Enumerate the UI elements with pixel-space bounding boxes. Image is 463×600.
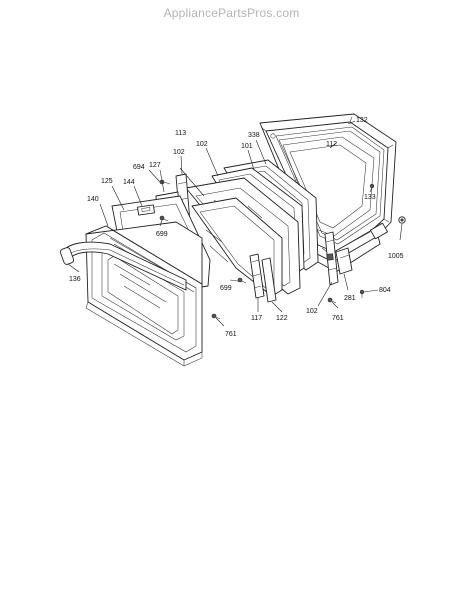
door-side-channel-right (324, 231, 339, 286)
callout-101: 101 (241, 143, 253, 150)
callout-699-upper: 699 (156, 231, 168, 238)
callout-127: 127 (149, 162, 161, 169)
screw-804 (359, 289, 365, 298)
callout-125: 125 (101, 178, 113, 185)
callout-140: 140 (87, 196, 99, 203)
callout-102-left: 102 (173, 149, 185, 156)
callout-699-lower: 699 (220, 285, 232, 292)
callout-133: 133 (364, 194, 376, 201)
callout-122: 122 (276, 315, 288, 322)
screw-699a (159, 215, 169, 222)
callout-1005: 1005 (388, 253, 404, 260)
screw-699b (237, 277, 247, 284)
door-handle (59, 241, 187, 291)
screw-694 (159, 179, 171, 185)
callout-labels: 132 112 338 101 113 102 102 102 127 694 … (69, 117, 404, 338)
bumper-1005 (398, 216, 406, 224)
callout-102-bottom: 102 (306, 308, 318, 315)
watermark: AppliancePartsPros.com (163, 6, 300, 20)
leader-lines (67, 120, 403, 327)
callout-761-right: 761 (332, 315, 344, 322)
glass-spacer-122 (261, 257, 277, 303)
callout-761-left: 761 (225, 331, 237, 338)
callout-102-top: 102 (196, 141, 208, 148)
callout-144: 144 (123, 179, 135, 186)
glass-spacer-117 (249, 253, 265, 299)
screw-761b (327, 297, 337, 304)
callout-804: 804 (379, 287, 391, 294)
screw-133 (369, 183, 375, 189)
callout-132: 132 (356, 117, 368, 124)
callout-117: 117 (251, 315, 262, 322)
callout-694: 694 (133, 164, 145, 171)
callout-136: 136 (69, 276, 81, 283)
hinge-arm (335, 247, 353, 275)
door-gasket-wire (275, 126, 385, 245)
latch-plate (137, 204, 155, 216)
callout-113: 113 (175, 130, 186, 137)
screw-761a (211, 313, 221, 320)
callout-281: 281 (344, 295, 356, 302)
callout-338: 338 (248, 132, 260, 139)
door-back-frame (259, 113, 397, 273)
callout-112: 112 (326, 141, 337, 148)
